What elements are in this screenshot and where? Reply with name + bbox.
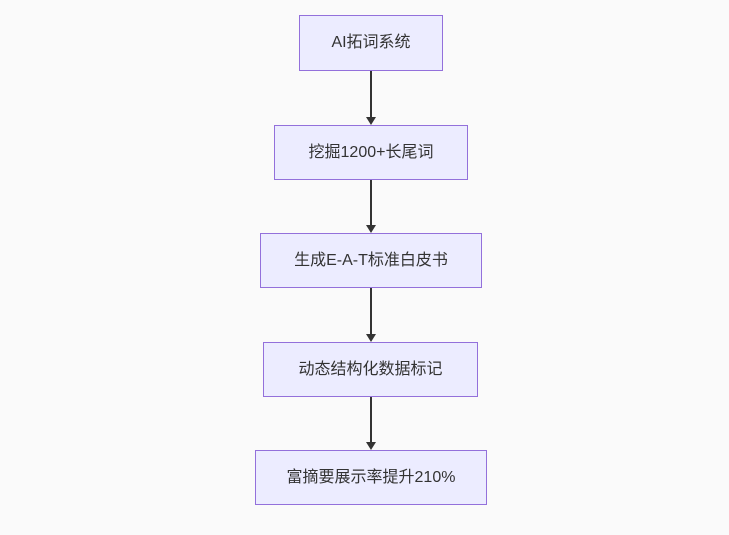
arrow-down-icon [366,442,376,450]
flow-node-structured-data-markup: 动态结构化数据标记 [263,342,478,397]
flow-node-longtail-mining: 挖掘1200+长尾词 [274,125,468,180]
flow-node-label: 生成E-A-T标准白皮书 [294,251,448,269]
flow-node-label: AI拓词系统 [331,34,411,52]
arrow-down-icon [366,117,376,125]
flow-node-label: 挖掘1200+长尾词 [308,143,434,161]
flow-edge-1 [365,71,377,125]
flow-edge-4 [365,397,377,450]
flow-node-rich-snippet-result: 富摘要展示率提升210% [255,450,487,505]
flow-node-label: 富摘要展示率提升210% [286,468,456,486]
arrow-down-icon [366,334,376,342]
arrow-line [370,71,372,117]
flow-edge-3 [365,288,377,342]
flow-edge-2 [365,180,377,233]
flow-node-ai-word-expansion: AI拓词系统 [299,15,443,71]
arrow-line [370,397,372,442]
arrow-line [370,180,372,225]
arrow-down-icon [366,225,376,233]
flow-node-label: 动态结构化数据标记 [298,360,443,378]
flow-node-eat-whitepaper: 生成E-A-T标准白皮书 [260,233,482,288]
arrow-line [370,288,372,334]
